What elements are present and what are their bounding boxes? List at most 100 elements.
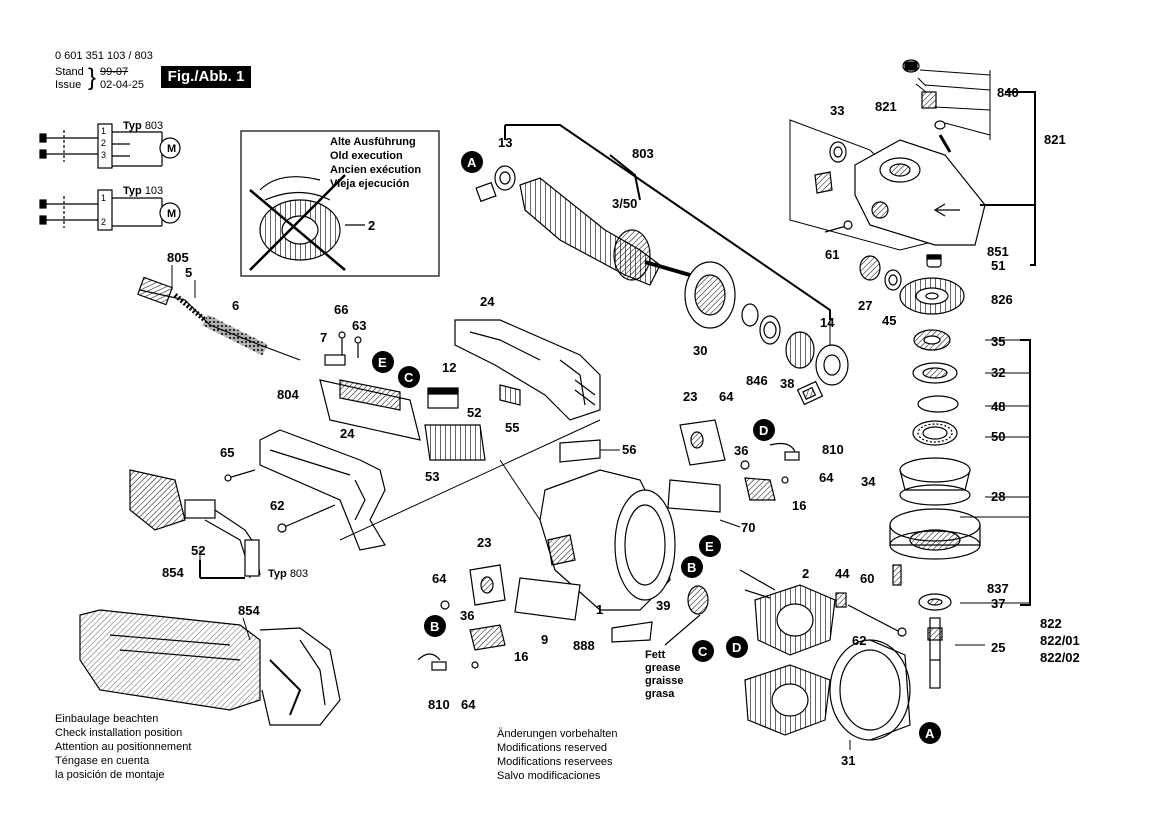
typ-854-label: Typ 803 [268, 568, 309, 580]
bearing-stack [912, 329, 959, 446]
part-label: 48 [991, 399, 1005, 414]
field-coil-lower [744, 664, 831, 736]
part-label: 24 [480, 294, 495, 309]
installation-note: Einbaulage beachten Check installation p… [55, 713, 192, 781]
part-label: 51 [991, 258, 1005, 273]
grease-note: Fett grease graisse grasa [645, 649, 684, 700]
stand-value: 99-07 [100, 66, 129, 78]
bevel-gear-826 [899, 277, 965, 315]
issue-label: Issue [55, 79, 82, 91]
part-label: 822/02 [1040, 650, 1080, 665]
old-field-coil [249, 174, 365, 271]
part-label: 31 [841, 753, 855, 768]
gear-housing [814, 139, 986, 246]
callout-a-top: A [461, 151, 483, 173]
part-label: 2 [802, 566, 809, 581]
part-label: 13 [498, 135, 512, 150]
stand-label: Stand [55, 66, 84, 78]
part-label: 33 [830, 103, 844, 118]
screw-44-62 [835, 592, 907, 637]
part-label: 60 [860, 571, 874, 586]
air-guide-ring [829, 639, 911, 741]
wiring-diagram-103 [39, 189, 181, 231]
part-label: 30 [693, 343, 707, 358]
part-label: 28 [991, 489, 1005, 504]
screw-65 [224, 469, 256, 482]
part-label: 38 [780, 376, 794, 391]
svg-text:C: C [404, 370, 414, 385]
part-labels: 803 13 3/50 805 5 6 66 63 7 24 12 804 52… [162, 85, 1080, 768]
part-label: 6 [232, 298, 239, 313]
part-label: 821 [875, 99, 897, 114]
housing-handle-lower [259, 429, 386, 551]
fan-39 [664, 585, 709, 646]
part-label: 846 [746, 373, 768, 388]
svg-text:A: A [925, 726, 935, 741]
issue-value: 02-04-25 [100, 79, 145, 91]
gear-pinion [859, 254, 942, 291]
callout-b-right: B [681, 556, 703, 578]
wiring-typ-103: Typ 103 [123, 185, 164, 197]
part-label: 16 [792, 498, 806, 513]
callout-a-bottom: A [919, 722, 941, 744]
part-label: 64 [461, 697, 476, 712]
callout-e-switch: E [372, 351, 394, 373]
part-label: 7 [320, 330, 327, 345]
spindle [892, 564, 952, 689]
part-label: 52 [467, 405, 481, 420]
callout-d-coil: D [726, 636, 748, 658]
part-label: 821 [1044, 132, 1066, 147]
power-cable [137, 276, 301, 361]
old-execution-box [240, 130, 440, 277]
part-label: 55 [505, 420, 519, 435]
part-label: 64 [719, 389, 734, 404]
document-number: 0 601 351 103 / 803 [55, 50, 153, 62]
part-label: 64 [819, 470, 834, 485]
part-label: 70 [741, 520, 755, 535]
part-label: 35 [991, 334, 1005, 349]
wiring-typ-803: Typ 803 [123, 120, 164, 132]
screw-62 [277, 504, 336, 533]
svg-text:E: E [705, 539, 714, 554]
part-label: 854 [238, 603, 260, 618]
label-plates [514, 439, 721, 643]
part-label: 52 [191, 543, 205, 558]
svg-text:B: B [687, 560, 696, 575]
part-label: 24 [340, 426, 355, 441]
modifications-note: Änderungen vorbehalten Modifications res… [497, 728, 618, 782]
part-label: 822/01 [1040, 633, 1080, 648]
motor-symbol-103: M [167, 208, 176, 220]
part-label: 804 [277, 387, 299, 402]
part-label: 32 [991, 365, 1005, 380]
part-label: 62 [852, 633, 866, 648]
svg-text:C: C [698, 644, 708, 659]
part-label: 840 [997, 85, 1019, 100]
terminal-label: 2 [101, 217, 106, 227]
svg-text:A: A [467, 155, 477, 170]
field-coil-upper [739, 569, 836, 656]
svg-text:E: E [378, 355, 387, 370]
part-label: 805 [167, 250, 189, 265]
part-label: 66 [334, 302, 348, 317]
installation-position-sketch [79, 609, 341, 726]
part-label: 56 [622, 442, 636, 457]
wiring-diagram-803 [39, 123, 181, 169]
svg-text:D: D [759, 423, 768, 438]
motor-symbol-803: M [167, 143, 176, 155]
part-label: 63 [352, 318, 366, 333]
part-label: 50 [991, 429, 1005, 444]
part-label: 25 [991, 640, 1005, 655]
switch-assembly [319, 331, 521, 461]
part-label: 854 [162, 565, 184, 580]
part-label: 27 [858, 298, 872, 313]
part-label: 44 [835, 566, 850, 581]
terminal-label: 1 [101, 126, 106, 136]
part-label: 65 [220, 445, 234, 460]
fan-and-bearings [684, 261, 849, 406]
part-label: 23 [477, 535, 491, 550]
part-label: 34 [861, 474, 876, 489]
terminal-label: 3 [101, 150, 106, 160]
part-label: 3/50 [612, 196, 637, 211]
part-label: 9 [541, 632, 548, 647]
